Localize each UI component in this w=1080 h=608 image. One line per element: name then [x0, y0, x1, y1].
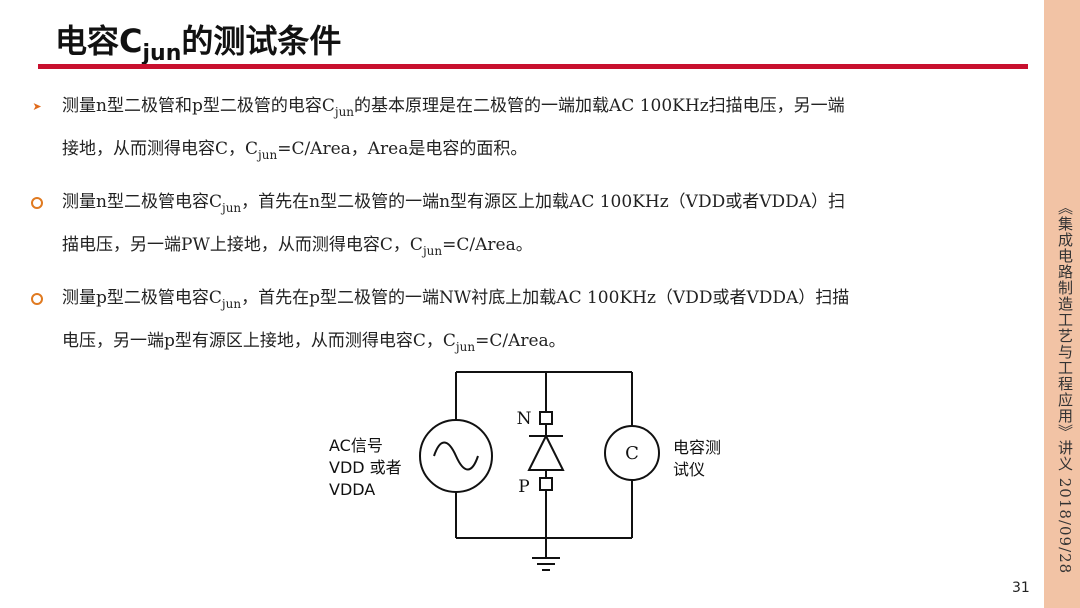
test-circuit-diagram: C N P AC信号 VDD 或者 VDDA 电容测 试仪	[320, 360, 740, 590]
bullet-list: ➤ 测量n型二极管和p型二极管的电容Cjun的基本原理是在二极管的一端加载AC …	[28, 88, 1028, 376]
bullet-line: 描电压，另一端PW上接地，从而测得电容C，Cjun=C/Area。	[62, 235, 533, 258]
circle-bullet-icon	[30, 280, 44, 317]
slide-title: 电容Cjun的测试条件	[55, 22, 342, 66]
bullet-item-p-diode: 测量p型二极管电容Cjun，首先在p型二极管的一端NW衬底上加载AC 100KH…	[28, 280, 1028, 366]
n-terminal-icon	[539, 411, 553, 425]
bullet-line: 测量n型二极管和p型二极管的电容Cjun的基本原理是在二极管的一端加载AC 10…	[62, 96, 845, 119]
bullet-line: 接地，从而测得电容C，Cjun=C/Area，Area是电容的面积。	[62, 139, 528, 162]
ac-source-label: AC信号 VDD 或者 VDDA	[329, 436, 402, 499]
sine-wave-icon	[433, 441, 479, 471]
n-terminal-label: N	[517, 409, 532, 429]
bullet-line: 测量n型二极管电容Cjun，首先在n型二极管的一端n型有源区上加载AC 100K…	[62, 192, 846, 215]
p-terminal-icon	[539, 477, 553, 491]
bullet-item-n-diode: 测量n型二极管电容Cjun，首先在n型二极管的一端n型有源区上加载AC 100K…	[28, 184, 1028, 270]
diode-triangle-icon	[527, 433, 565, 471]
meter-label: 电容测 试仪	[673, 438, 722, 479]
arrow-bullet-icon: ➤	[32, 100, 42, 113]
capacitance-meter-icon	[604, 425, 660, 481]
title-divider	[38, 64, 1028, 69]
meter-letter: C	[625, 443, 639, 464]
circuit-svg: C N P	[419, 371, 660, 571]
course-footer-text: 《集成电路制造工艺与工程应用》讲义 2018/09/28	[1056, 200, 1074, 575]
bullet-line: 测量p型二极管电容Cjun，首先在p型二极管的一端NW衬底上加载AC 100KH…	[62, 288, 850, 311]
bullet-line: 电压，另一端p型有源区上接地，从而测得电容C，Cjun=C/Area。	[62, 331, 566, 354]
bullet-item-principle: ➤ 测量n型二极管和p型二极管的电容Cjun的基本原理是在二极管的一端加载AC …	[28, 88, 1028, 174]
circle-bullet-icon	[30, 184, 44, 221]
page-number: 31	[1012, 580, 1030, 596]
ac-source-icon	[419, 419, 493, 493]
side-band	[1044, 0, 1080, 608]
p-terminal-label: P	[518, 477, 529, 497]
